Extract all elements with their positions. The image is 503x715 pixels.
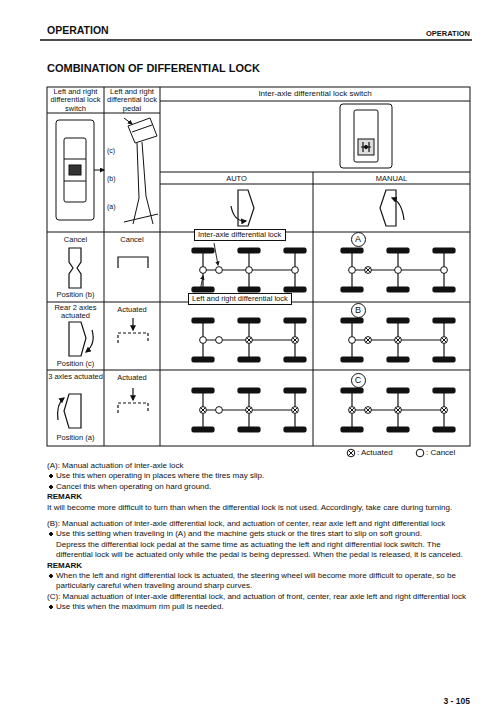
- body-text: Use this when operating in places where …: [47, 471, 471, 481]
- legend-item: : Actuated: [346, 448, 393, 458]
- body-text: (A): Manual actuation of inter-axle lock…: [47, 461, 471, 613]
- node-text: A: [355, 234, 361, 244]
- position-label: (a): [107, 203, 116, 211]
- page-number: 3 - 105: [444, 696, 470, 706]
- table-cell: Rear 2 axles actuated: [47, 304, 104, 321]
- table-cell: Actuated: [104, 305, 160, 314]
- actuated-symbol: [346, 448, 356, 458]
- table-cell: 3 axles actuated: [47, 373, 104, 381]
- position-label: (b): [107, 175, 116, 183]
- remark-heading: REMARK: [47, 561, 471, 571]
- table-cell: Cancel: [104, 235, 160, 244]
- node-text: Left and right differential lock: [192, 294, 288, 303]
- table-cell: Position (a): [47, 433, 104, 442]
- body-text: Use this setting when traveling in (A) a…: [47, 529, 471, 539]
- legend-text: : Cancel: [426, 448, 455, 458]
- node-text: B: [355, 305, 361, 315]
- body-text: Use this when the maximum rim pull is ne…: [47, 602, 471, 612]
- node-text: C: [355, 375, 362, 385]
- section-header: OPERATION: [47, 24, 109, 37]
- remark-heading: REMARK: [47, 492, 471, 502]
- body-text: When the left and right differential loc…: [47, 571, 471, 592]
- mode-label: AUTO: [160, 174, 313, 183]
- row-letter-circle: C: [351, 373, 366, 388]
- body-text: Cancel this when operating on hard groun…: [47, 482, 471, 492]
- body-text: It will become more difficult to turn th…: [47, 503, 471, 513]
- row-letter-circle: A: [351, 232, 366, 247]
- table-cell: Cancel: [47, 235, 104, 244]
- table-header: Left and right differential lock switch: [47, 88, 104, 113]
- body-text: Depress the differential lock pedal at t…: [47, 540, 471, 561]
- legend-item: : Cancel: [415, 448, 455, 458]
- table-header: Inter-axle differential lock switch: [160, 89, 470, 99]
- mode-label: MANUAL: [313, 174, 470, 183]
- row-letter-circle: B: [351, 303, 366, 318]
- callout-box: Inter-axle differential lock: [194, 229, 286, 241]
- table-cell: Position (c): [47, 359, 104, 368]
- body-text: (B): Manual actuation of inter-axle diff…: [47, 519, 471, 529]
- table-cell: Position (b): [47, 290, 104, 299]
- page-title: COMBINATION OF DIFFERENTIAL LOCK: [47, 62, 260, 74]
- section-header: OPERATION: [426, 29, 470, 38]
- node-text: Inter-axle differential lock: [198, 230, 281, 239]
- body-text: (C): Manual actuation of inter-axle diff…: [47, 592, 471, 602]
- cancel-symbol: [415, 448, 425, 458]
- body-text: (A): Manual actuation of inter-axle lock: [47, 461, 471, 471]
- callout-box: Left and right differential lock: [188, 293, 292, 305]
- position-label: (c): [107, 147, 115, 155]
- table-cell: Actuated: [104, 373, 160, 382]
- legend-text: : Actuated: [357, 448, 393, 458]
- table-header: Left and right differential lock pedal: [104, 88, 160, 113]
